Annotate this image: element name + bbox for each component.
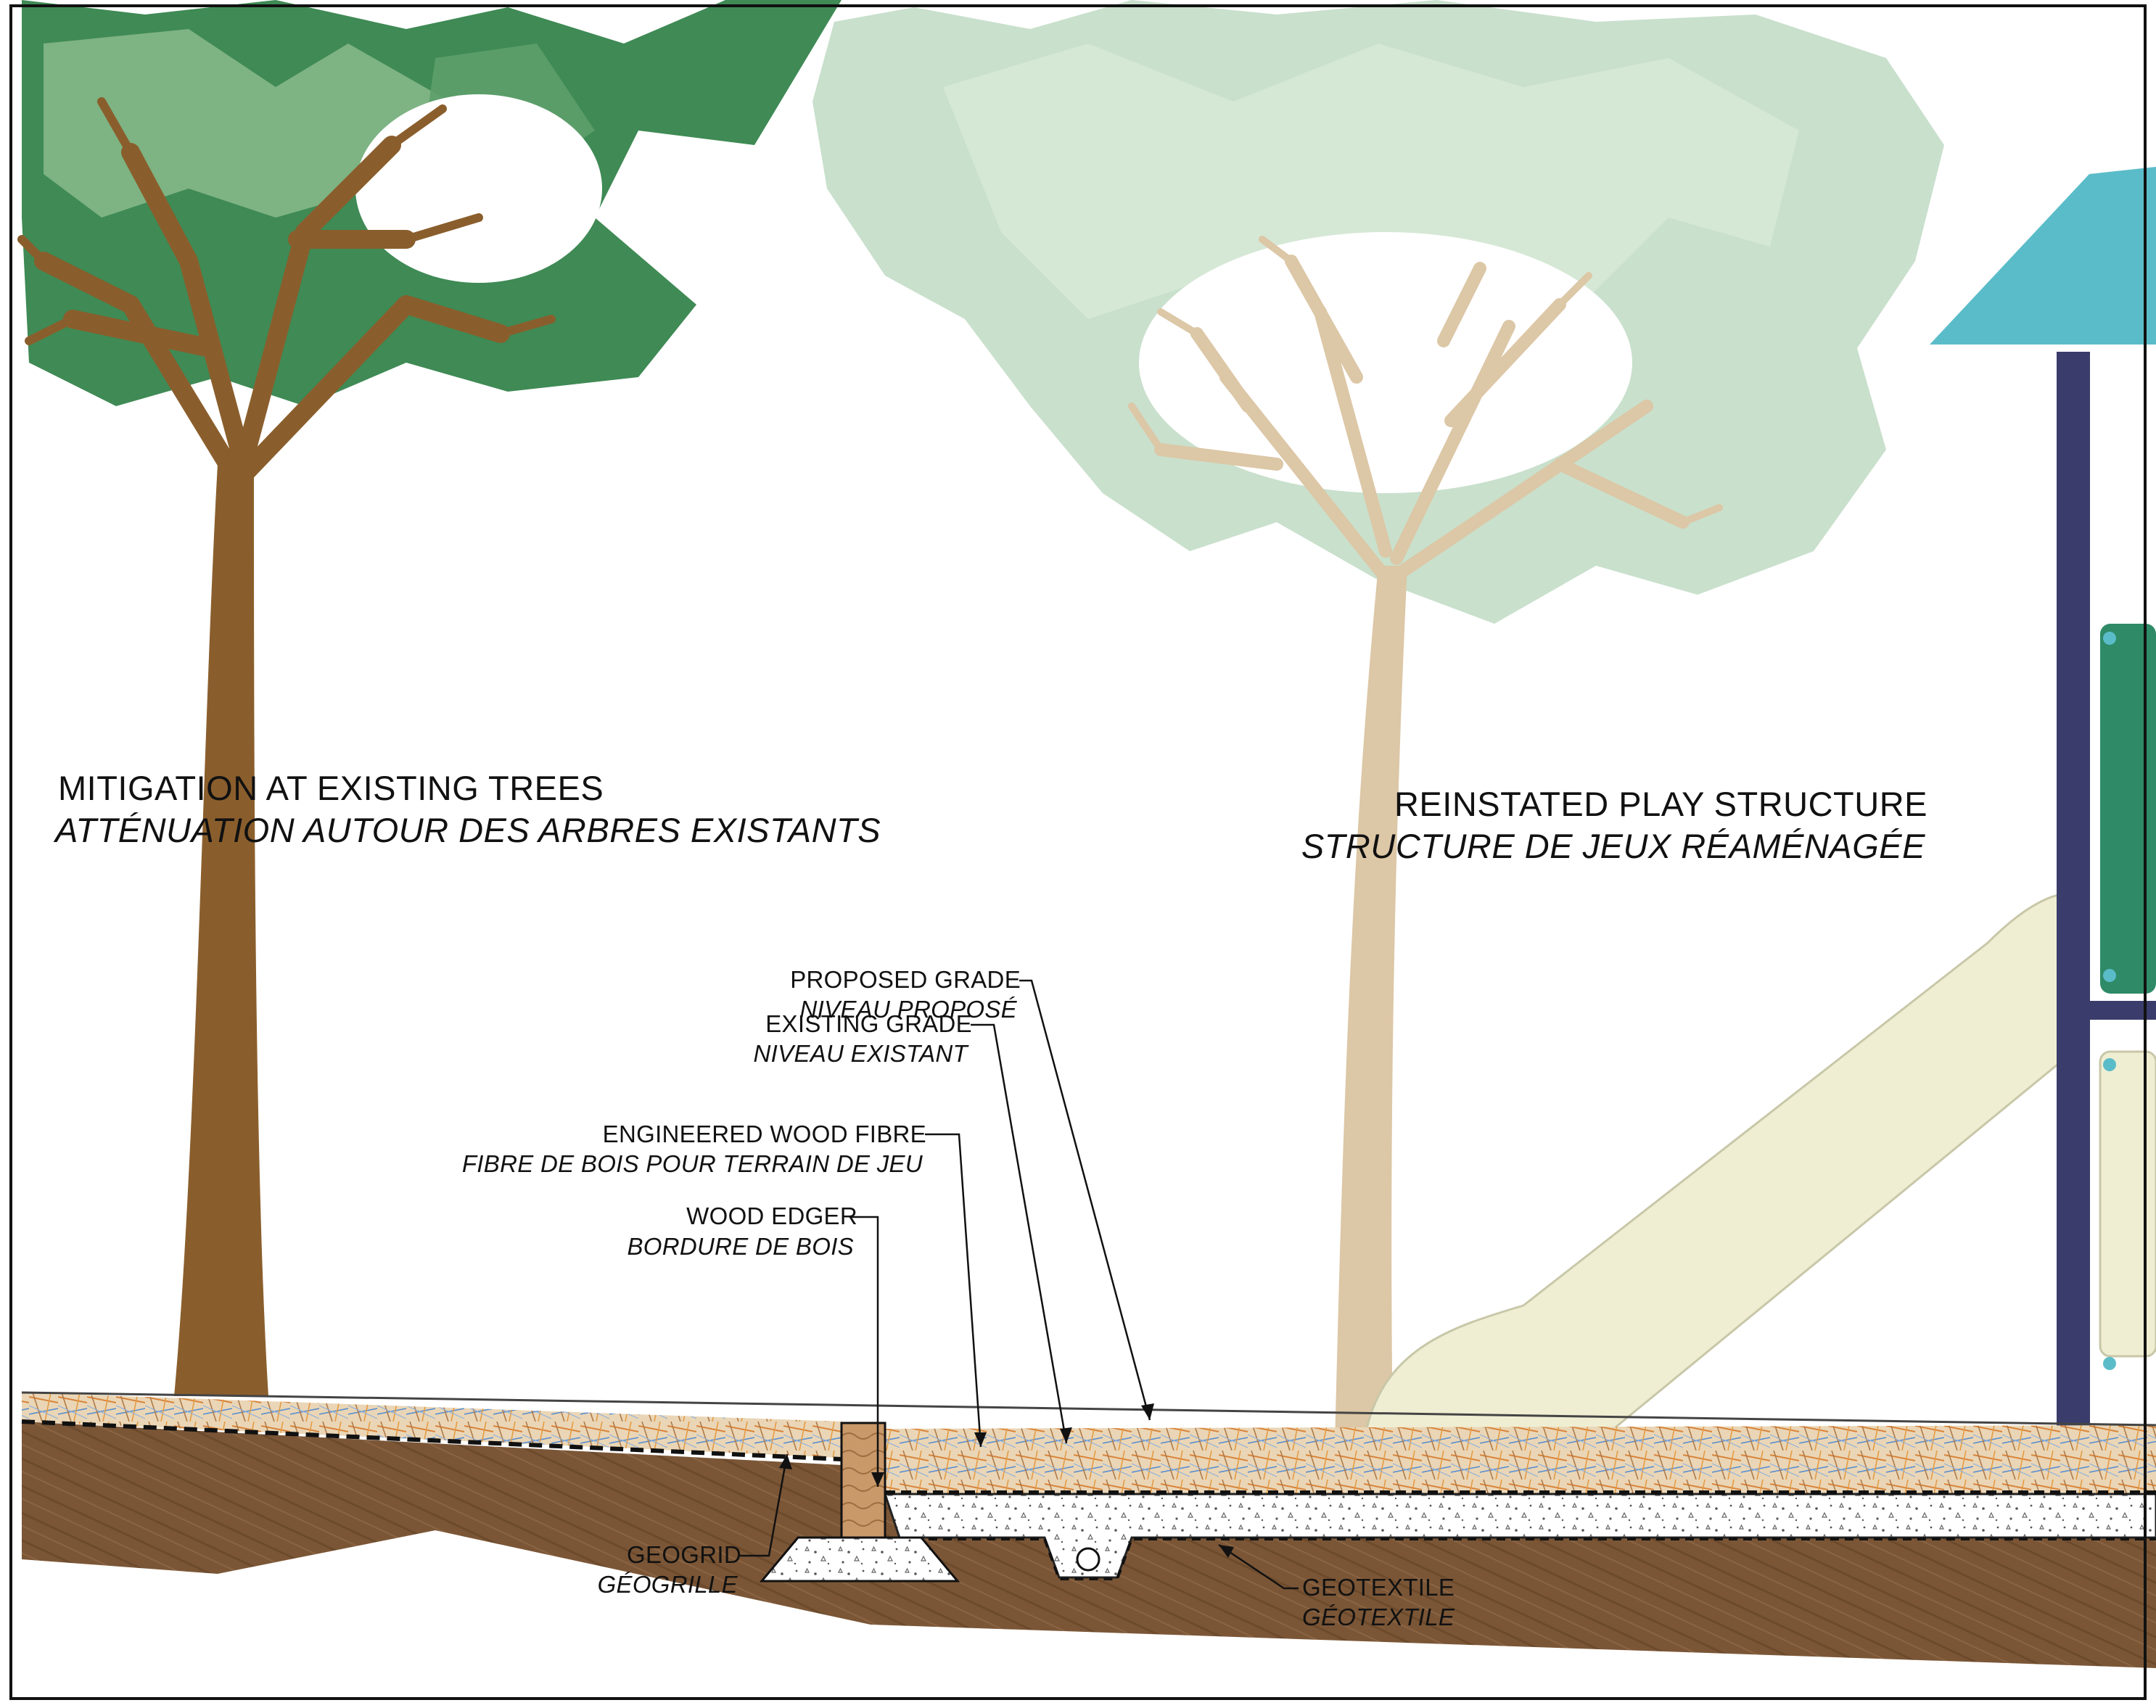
wood-fibre-label-fr: FIBRE DE BOIS POUR TERRAIN DE JEU	[461, 1150, 923, 1177]
wood-fibre-label-en: ENGINEERED WOOD FIBRE	[602, 1121, 926, 1147]
trees-title-en: MITIGATION AT EXISTING TREES	[58, 769, 604, 807]
trees-title-fr: ATTÉNUATION AUTOUR DES ARBRES EXISTANTS	[55, 811, 881, 849]
geogrid-label-fr: GÉOGRILLE	[597, 1571, 738, 1598]
wood-edger-label-fr: BORDURE DE BOIS	[627, 1233, 854, 1260]
play-structure	[1362, 167, 2156, 1454]
ground-section	[21, 1391, 2156, 1668]
callout-leaders	[740, 979, 1299, 1590]
leader-arrowheads	[779, 1403, 1234, 1558]
proposed-grade-label-en: PROPOSED GRADE	[790, 966, 1021, 993]
existing-grade-label-fr: NIVEAU EXISTANT	[753, 1040, 968, 1067]
geotextile-label-en: GEOTEXTILE	[1302, 1574, 1455, 1601]
drawing-frame	[9, 4, 2147, 1700]
play-title-en: REINSTATED PLAY STRUCTURE	[1394, 785, 1927, 823]
existing-tree	[17, 0, 842, 1396]
geotextile-label-fr: GÉOTEXTILE	[1302, 1604, 1455, 1630]
existing-grade-label-en: EXISTING GRADE	[765, 1010, 972, 1037]
play-title-fr: STRUCTURE DE JEUX RÉAMÉNAGÉE	[1301, 827, 1925, 865]
geogrid-label-en: GEOGRID	[627, 1541, 741, 1568]
wood-edger-label-en: WOOD EDGER	[686, 1202, 857, 1229]
proposed-grade-label-fr: NIVEAU PROPOSÉ	[799, 996, 1017, 1023]
faded-tree	[812, 0, 1944, 1443]
